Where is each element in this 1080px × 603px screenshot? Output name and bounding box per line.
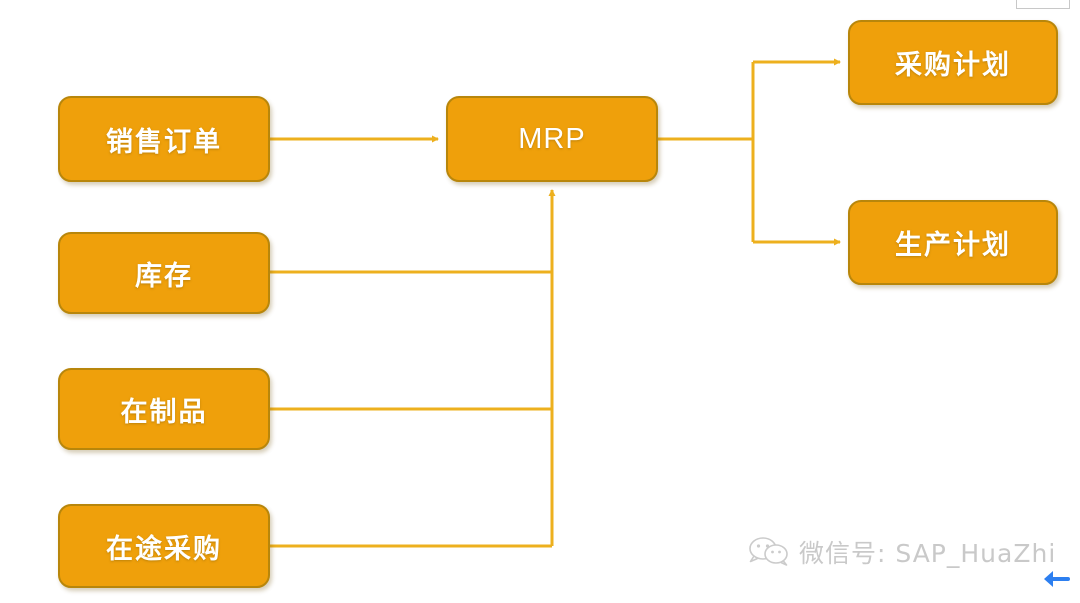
node-work-in-progress[interactable]: 在制品	[58, 368, 270, 450]
node-in-transit-purchase[interactable]: 在途采购	[58, 504, 270, 588]
node-mrp-label: MRP	[518, 122, 586, 155]
node-production-plan[interactable]: 生产计划	[848, 200, 1058, 285]
watermark-text: 微信号: SAP_HuaZhi	[799, 539, 1057, 568]
node-purchase-plan[interactable]: 采购计划	[848, 20, 1058, 105]
node-in-transit-purchase-label: 在途采购	[106, 533, 222, 565]
node-inventory[interactable]: 库存	[58, 232, 270, 314]
back-arrow-icon[interactable]	[1040, 566, 1070, 592]
watermark: 微信号: SAP_HuaZhi	[748, 534, 1056, 570]
node-work-in-progress-label: 在制品	[120, 396, 208, 428]
node-sales-order-label: 销售订单	[106, 126, 222, 158]
node-production-plan-label: 生产计划	[895, 230, 1011, 261]
node-mrp[interactable]: MRP	[446, 96, 658, 182]
node-sales-order[interactable]: 销售订单	[58, 96, 270, 182]
wechat-icon	[749, 537, 788, 566]
node-purchase-plan-label: 采购计划	[895, 50, 1011, 81]
node-inventory-label: 库存	[135, 260, 193, 292]
corner-frame-fragment	[1016, 0, 1070, 9]
